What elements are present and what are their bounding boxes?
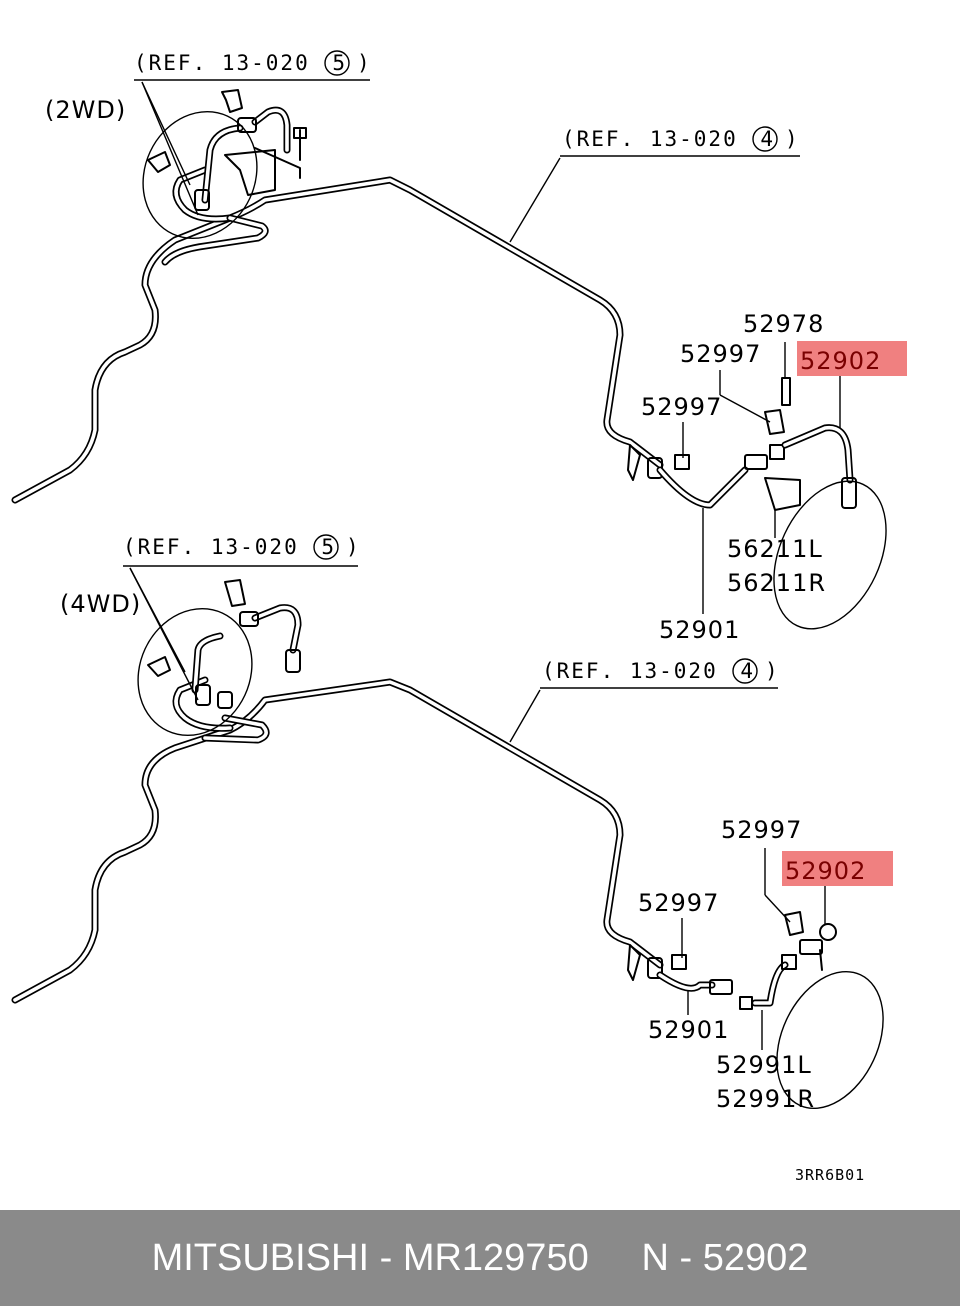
part-label-52901-4wd: 52901	[648, 1016, 729, 1044]
part-label-52978: 52978	[743, 310, 824, 338]
part-number: MR129750	[402, 1236, 589, 1279]
ref-label-2wd-a: (REF. 13-020 5)	[134, 51, 372, 75]
part-label-52997-2wd-b: 52997	[641, 393, 722, 421]
clip-2wd-upper	[147, 89, 307, 211]
part-label-52997-4wd-a: 52997	[721, 816, 802, 844]
brake-tube-4wd	[11, 604, 664, 1004]
part-label-52902-2wd: 52902	[800, 347, 881, 375]
ref-circle-2wd-a	[324, 50, 350, 76]
diagram-4wd: (REF. 13-020 5) (4WD) (REF. 13-020 4)	[11, 534, 893, 1113]
part-label-52997-4wd-b: 52997	[638, 889, 719, 917]
clip-4wd-upper	[147, 579, 301, 709]
item-number: 52902	[702, 1236, 809, 1279]
part-label-52902-4wd: 52902	[785, 857, 866, 885]
drawing-code: 3RR6B01	[795, 1166, 865, 1184]
part-label-56211R: 56211R	[727, 569, 826, 597]
ref-circle-4wd-b	[732, 658, 758, 684]
ref-label-4wd-a: (REF. 13-020 5)	[123, 535, 361, 559]
part-label-52991R: 52991R	[716, 1085, 815, 1113]
brand-separator: -	[369, 1236, 403, 1279]
hose-assembly-4wd	[627, 911, 837, 1010]
part-number-footer: MITSUBISHI - MR129750 N - 52902	[0, 1210, 960, 1306]
detail-circle-4wd-left	[137, 607, 253, 737]
diagram-2wd: (REF. 13-020 5) (2WD) (REF. 13-020 4)	[11, 50, 907, 644]
ref-label-2wd-b: (REF. 13-020 4)	[562, 127, 800, 151]
highlight-box-2wd	[797, 341, 907, 376]
footer-gap	[589, 1237, 642, 1280]
detail-circle-4wd-right	[776, 970, 884, 1110]
part-label-56211L: 56211L	[727, 535, 823, 563]
item-separator: -	[668, 1236, 703, 1279]
ref-label-4wd-b: (REF. 13-020 4)	[542, 659, 780, 683]
ref-circle-4wd-a	[313, 534, 339, 560]
highlight-box-4wd	[782, 851, 893, 886]
hose-assembly-2wd	[627, 377, 857, 511]
part-label-52991L: 52991L	[716, 1051, 812, 1079]
brand-name: MITSUBISHI	[151, 1236, 370, 1279]
variant-label-2wd: (2WD)	[45, 96, 126, 124]
variant-label-4wd: (4WD)	[60, 590, 141, 618]
brake-line-diagram: (REF. 13-020 5) (2WD) (REF. 13-020 4)	[11, 50, 907, 1184]
ref-circle-2wd-b	[752, 126, 778, 152]
detail-circle-2wd-left	[142, 110, 258, 240]
part-label-52997-2wd-a: 52997	[680, 340, 761, 368]
part-label-52901-2wd: 52901	[659, 616, 740, 644]
item-prefix: N	[641, 1236, 669, 1279]
detail-circle-2wd-right	[773, 480, 887, 630]
brake-tube-2wd	[11, 106, 664, 504]
